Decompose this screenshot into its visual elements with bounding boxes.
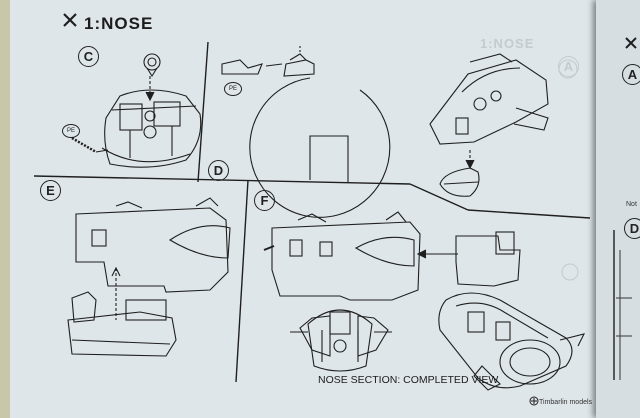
next-page-step-a-marker: A	[622, 64, 640, 85]
step-f-marker: F	[254, 190, 275, 211]
cross-mark-icon	[63, 13, 77, 27]
next-page-note: Not	[626, 201, 637, 208]
fuselage-completed-drawing	[263, 211, 521, 301]
cockpit-tub-drawing	[71, 53, 202, 168]
show-through-title: 1:NOSE	[480, 36, 535, 51]
step-c-marker: C	[78, 46, 99, 67]
nose-assembly-drawing	[429, 53, 549, 197]
step-e-marker: E	[40, 180, 61, 201]
step-d-marker: D	[208, 160, 229, 181]
bulkhead-drawing	[221, 46, 391, 218]
brand-logo-icon	[529, 396, 539, 406]
completed-view-caption: NOSE SECTION: COMPLETED VIEW	[318, 374, 499, 386]
show-through-step-a-marker: A	[558, 56, 579, 77]
show-through-marks	[558, 59, 579, 281]
next-page-step-d-marker: D	[624, 218, 640, 239]
page-gutter	[0, 0, 10, 418]
pe-part-label: PE	[62, 124, 80, 138]
nose-front-view-drawing	[290, 309, 392, 372]
brand-name: Timbarlin models	[539, 399, 593, 406]
cross-mark-icon-next-page	[625, 37, 637, 49]
next-page-drawing	[616, 250, 632, 380]
page-title: 1:NOSE	[84, 14, 154, 33]
pe-part-label: PE	[224, 82, 242, 96]
nose-perspective-drawing	[438, 292, 586, 391]
fuselage-side-drawing	[67, 197, 231, 357]
